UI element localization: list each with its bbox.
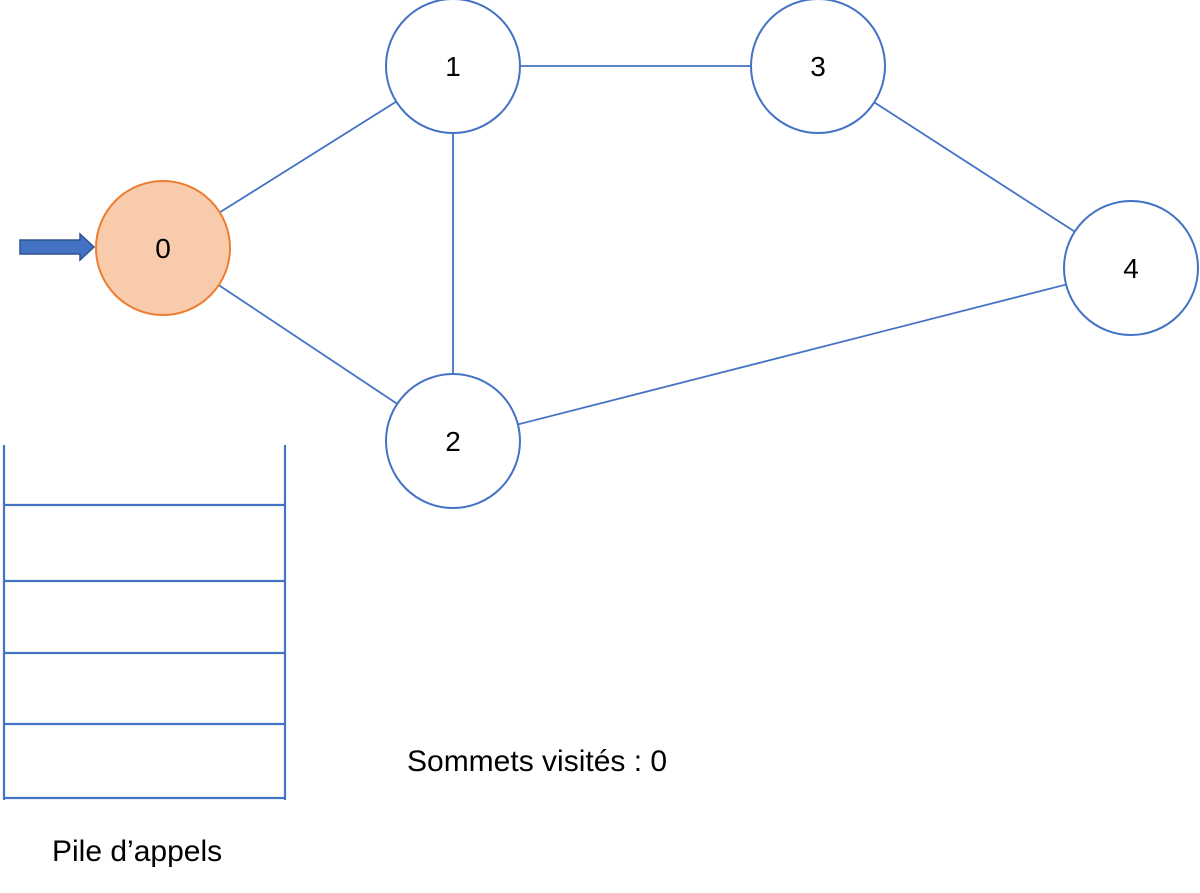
- node-label-2: 2: [445, 426, 461, 457]
- node-0: 0: [95, 180, 231, 316]
- edge-2-4: [517, 283, 1067, 426]
- node-label-3: 3: [810, 51, 826, 82]
- call-stack: [2, 445, 287, 800]
- edge-0-1: [219, 100, 397, 214]
- node-circle-4: [1063, 200, 1199, 336]
- edge-0-2: [218, 284, 398, 405]
- node-circle-1: [385, 0, 521, 134]
- right-arrow-icon: [19, 232, 96, 262]
- node-3: 3: [750, 0, 886, 134]
- node-label-0: 0: [155, 233, 171, 264]
- node-4: 4: [1063, 200, 1199, 336]
- node-label-1: 1: [445, 51, 461, 82]
- visited-label: Sommets visités :: [407, 745, 643, 778]
- nodes: 0 1 2 3 4: [95, 0, 1199, 509]
- edges: [218, 65, 1076, 426]
- visited-values: 0: [650, 745, 668, 778]
- call-stack-label: Pile d’appels: [52, 835, 223, 868]
- edge-3-4: [873, 101, 1076, 233]
- node-circle-0: [95, 180, 231, 316]
- node-1: 1: [385, 0, 521, 134]
- node-label-4: 4: [1123, 253, 1139, 284]
- node-circle-3: [750, 0, 886, 134]
- node-circle-2: [385, 373, 521, 509]
- visited-vertices: Sommets visités : 0: [407, 745, 667, 779]
- node-2: 2: [385, 373, 521, 509]
- current-node-pointer: [19, 232, 96, 262]
